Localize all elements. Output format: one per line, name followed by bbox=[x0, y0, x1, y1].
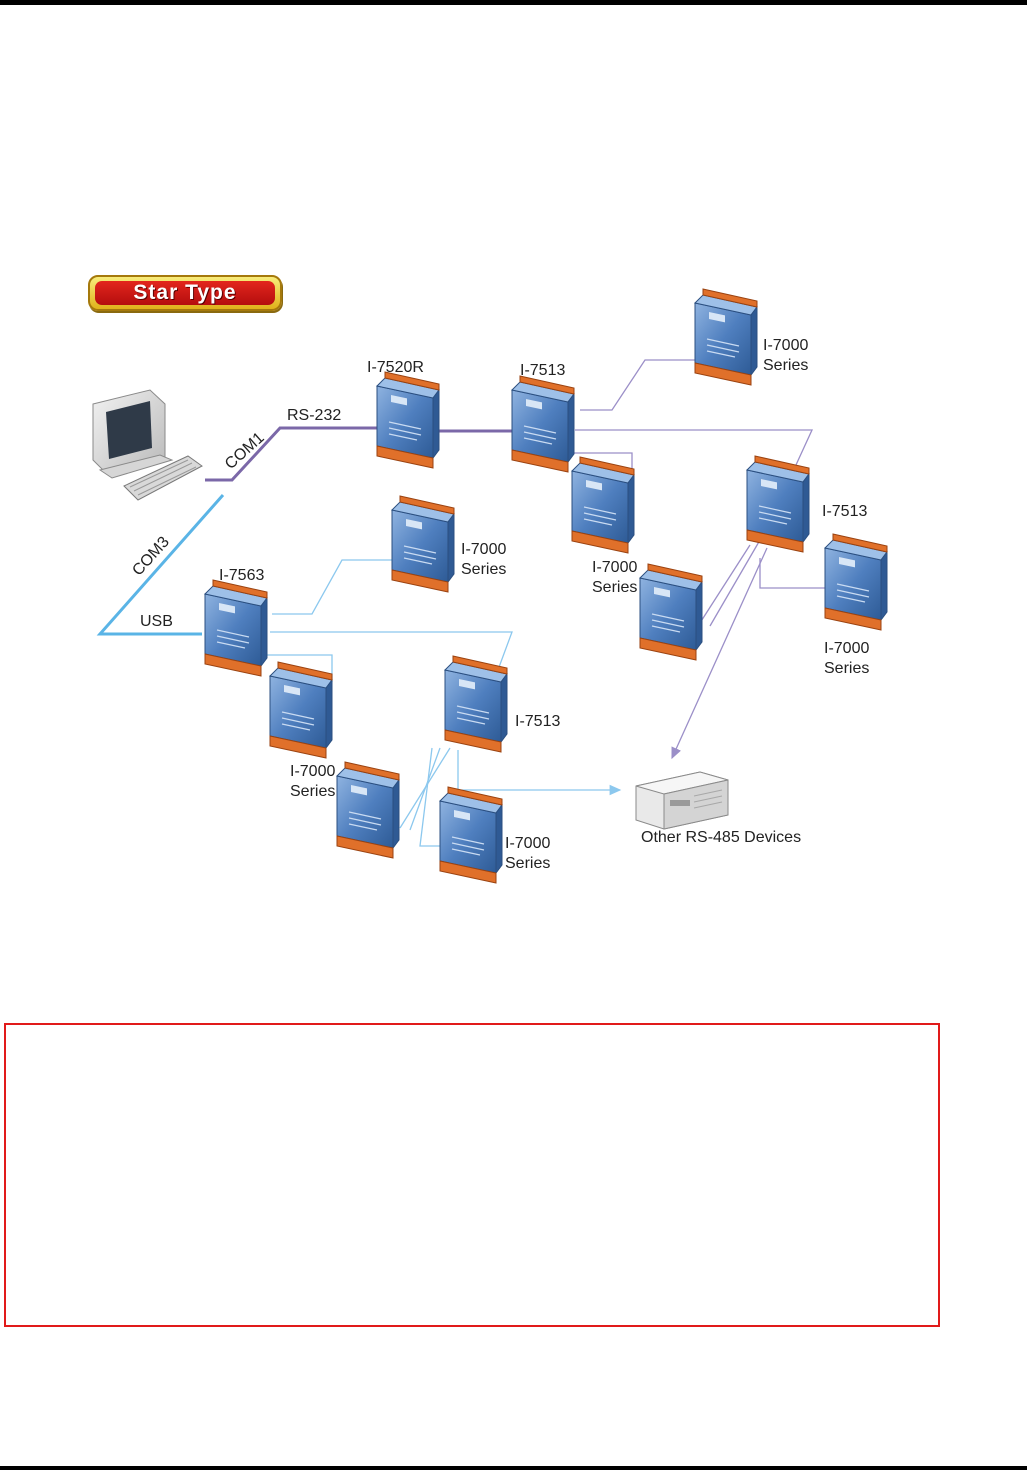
pc-computer-icon bbox=[92, 389, 203, 501]
other-rs485-device-icon bbox=[635, 771, 729, 830]
bottom-rule bbox=[0, 1466, 1027, 1470]
label-series-1: I-7000 Series bbox=[763, 336, 808, 376]
i7513-module-top bbox=[511, 375, 575, 473]
label-series-6-bottom: Series bbox=[505, 855, 551, 872]
i7000-module-4 bbox=[824, 533, 888, 631]
i7000-module-6 bbox=[269, 661, 333, 759]
label-series-4: I-7000 Series bbox=[461, 540, 506, 580]
label-series-3-top: I-7000 bbox=[824, 640, 870, 657]
label-i7513-bottom: I-7513 bbox=[515, 713, 561, 730]
label-series-5-top: I-7000 bbox=[290, 763, 336, 780]
usb-link bbox=[96, 494, 225, 636]
label-series-1-bottom: Series bbox=[763, 357, 809, 374]
i7563-module bbox=[204, 579, 268, 677]
label-series-4-top: I-7000 bbox=[461, 541, 507, 558]
i7513-module-bottom bbox=[444, 655, 508, 753]
star-type-badge-text: Star Type bbox=[95, 281, 275, 305]
label-series-6: I-7000 Series bbox=[505, 834, 550, 874]
label-i7520r: I-7520R bbox=[367, 359, 424, 376]
label-series-2: I-7000 Series bbox=[592, 558, 637, 598]
top-rule bbox=[0, 0, 1027, 5]
label-series-5: I-7000 Series bbox=[290, 762, 335, 802]
label-rs232: RS-232 bbox=[287, 407, 342, 424]
i7000-module-7 bbox=[336, 761, 400, 859]
i7520r-module bbox=[376, 371, 440, 469]
label-i7563: I-7563 bbox=[219, 567, 265, 584]
label-series-3-bottom: Series bbox=[824, 660, 870, 677]
label-series-1-top: I-7000 bbox=[763, 337, 809, 354]
label-series-2-top: I-7000 bbox=[592, 559, 638, 576]
note-box bbox=[4, 1023, 940, 1327]
label-series-3: I-7000 Series bbox=[824, 639, 869, 679]
label-i7513-top: I-7513 bbox=[520, 362, 566, 379]
label-series-5-bottom: Series bbox=[290, 783, 336, 800]
i7000-module-1 bbox=[694, 288, 758, 386]
label-i7513-right: I-7513 bbox=[822, 503, 868, 520]
label-series-4-bottom: Series bbox=[461, 561, 507, 578]
i7000-module-2 bbox=[571, 456, 635, 554]
rs485-branches-bottom bbox=[262, 559, 622, 847]
i7000-module-8 bbox=[439, 786, 503, 884]
i7513-module-right bbox=[746, 455, 810, 553]
label-other-rs485-devices: Other RS-485 Devices bbox=[641, 829, 802, 846]
label-series-2-bottom: Series bbox=[592, 579, 638, 596]
label-series-6-top: I-7000 bbox=[505, 835, 551, 852]
label-usb: USB bbox=[140, 613, 173, 630]
i7000-module-5 bbox=[391, 495, 455, 593]
star-type-badge: Star Type bbox=[88, 275, 282, 311]
i7000-module-3 bbox=[639, 563, 703, 661]
